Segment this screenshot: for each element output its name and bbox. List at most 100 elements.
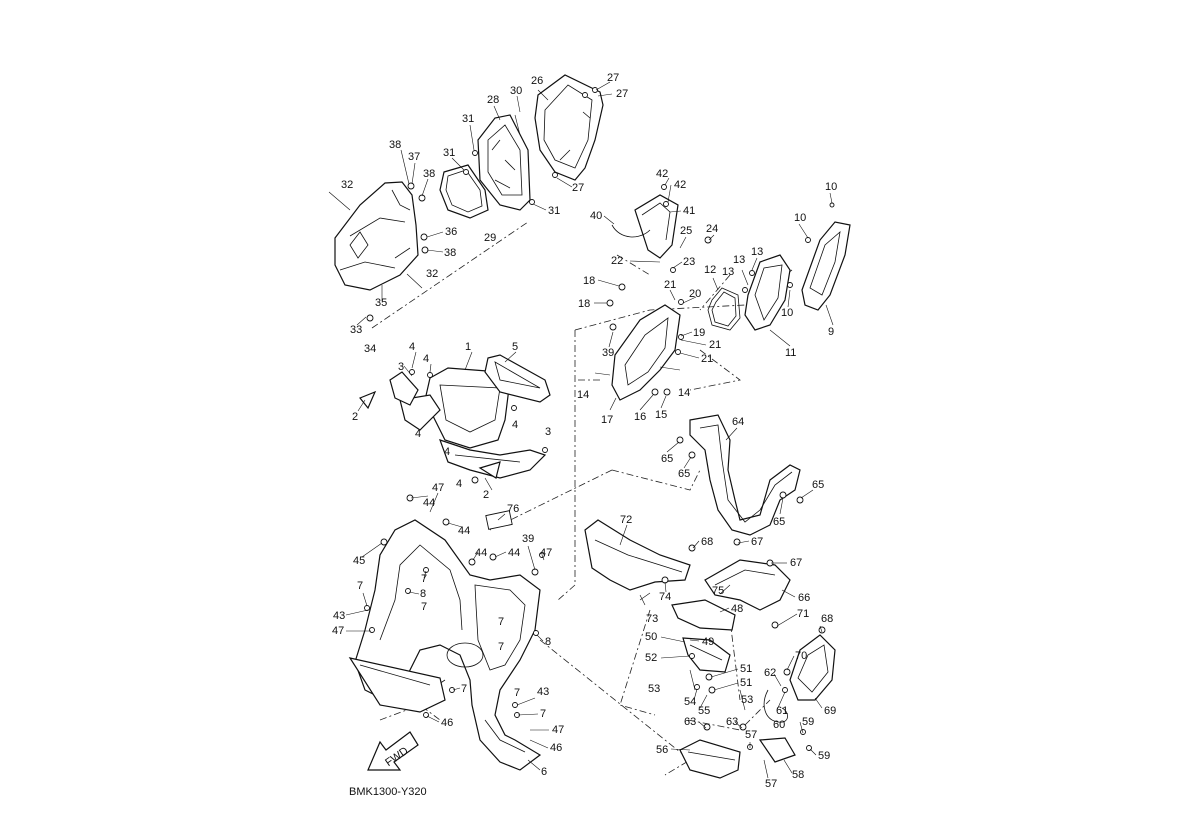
callout-17: 17: [601, 414, 613, 426]
callout-4: 4: [409, 341, 415, 353]
part-72-trim: [584, 519, 691, 591]
callout-34: 34: [364, 343, 376, 355]
callout-13: 13: [751, 246, 763, 258]
callout-20: 20: [689, 288, 701, 300]
callout-4: 4: [444, 446, 450, 458]
callout-4: 4: [512, 419, 518, 431]
callout-53: 53: [741, 694, 753, 706]
callout-74: 74: [659, 591, 671, 603]
callout-2: 2: [483, 489, 489, 501]
callout-51: 51: [740, 663, 752, 675]
callout-26: 26: [531, 75, 543, 87]
callout-35: 35: [375, 297, 387, 309]
callout-60: 60: [773, 719, 785, 731]
callout-21: 21: [709, 339, 721, 351]
callout-7: 7: [421, 601, 427, 613]
callout-48: 48: [731, 603, 743, 615]
callout-23: 23: [683, 256, 695, 268]
callout-59: 59: [802, 716, 814, 728]
callout-27: 27: [607, 72, 619, 84]
callout-76: 76: [507, 503, 519, 515]
callout-37: 37: [408, 151, 420, 163]
callout-31: 31: [548, 205, 560, 217]
callout-7: 7: [498, 641, 504, 653]
diagram-code: BMK1300-Y320: [349, 786, 427, 798]
callout-leaders: [345, 81, 834, 779]
callout-44: 44: [423, 497, 435, 509]
part-60-cable: [763, 689, 788, 723]
callout-38: 38: [444, 247, 456, 259]
fwd-arrow: FWD: [367, 731, 419, 771]
callout-53: 53: [648, 683, 660, 695]
callout-3: 3: [545, 426, 551, 438]
callout-73: 73: [646, 613, 658, 625]
callout-40: 40: [590, 210, 602, 222]
callout-47: 47: [332, 625, 344, 637]
callout-38: 38: [389, 139, 401, 151]
callout-12: 12: [704, 264, 716, 276]
callout-27: 27: [572, 182, 584, 194]
callout-10: 10: [794, 212, 806, 224]
callout-46: 46: [550, 742, 562, 754]
callout-71: 71: [797, 608, 809, 620]
callout-68: 68: [821, 613, 833, 625]
callout-18: 18: [583, 275, 595, 287]
callout-43: 43: [333, 610, 345, 622]
callout-72: 72: [620, 514, 632, 526]
callout-39: 39: [522, 533, 534, 545]
part-9-right-cover: [801, 221, 851, 311]
callout-4: 4: [423, 353, 429, 365]
callout-15: 15: [655, 409, 667, 421]
callout-8: 8: [420, 588, 426, 600]
callout-67: 67: [751, 536, 763, 548]
part-callouts: 1 2 2 3 3 4 4 4 4 4 4 5 6 7 7 7 7 7 7 7 …: [332, 72, 837, 790]
callout-49: 49: [702, 636, 714, 648]
callout-44: 44: [458, 525, 470, 537]
callout-7: 7: [540, 708, 546, 720]
callout-21: 21: [701, 353, 713, 365]
part-48-grille: [671, 599, 736, 673]
part-66-panel: [704, 559, 791, 611]
callout-5: 5: [512, 341, 518, 353]
callout-47: 47: [432, 482, 444, 494]
callout-54: 54: [684, 696, 696, 708]
part-35-left-panel: [334, 181, 419, 291]
callout-65: 65: [773, 516, 785, 528]
hardware-fasteners: [328, 87, 835, 751]
callout-30: 30: [510, 85, 522, 97]
callout-36: 36: [445, 226, 457, 238]
callout-32: 32: [426, 268, 438, 280]
callout-7: 7: [461, 683, 467, 695]
callout-41: 41: [683, 205, 695, 217]
callout-47: 47: [540, 547, 552, 559]
callout-46: 46: [441, 717, 453, 729]
callout-59: 59: [818, 750, 830, 762]
callout-14: 14: [678, 387, 690, 399]
callout-69: 69: [824, 705, 836, 717]
callout-38: 38: [423, 168, 435, 180]
callout-51: 51: [740, 677, 752, 689]
callout-75: 75: [712, 585, 724, 597]
callout-14: 14: [577, 389, 589, 401]
callout-16: 16: [634, 411, 646, 423]
part-1-center-frame: [359, 354, 551, 479]
callout-31: 31: [443, 147, 455, 159]
part-11-bracket: [744, 254, 791, 331]
part-29-seal: [439, 164, 489, 219]
callout-22: 22: [611, 255, 623, 267]
callout-50: 50: [645, 631, 657, 643]
callout-7: 7: [514, 687, 520, 699]
callout-10: 10: [825, 181, 837, 193]
callout-44: 44: [475, 547, 487, 559]
part-26-cover: [534, 74, 604, 181]
callout-43: 43: [537, 686, 549, 698]
part-6-lower-panel: [348, 519, 542, 771]
part-12-seal: [707, 287, 741, 331]
callout-52: 52: [645, 652, 657, 664]
callout-45: 45: [353, 555, 365, 567]
callout-47: 47: [552, 724, 564, 736]
callout-7: 7: [421, 573, 427, 585]
callout-8: 8: [545, 636, 551, 648]
callout-66: 66: [798, 592, 810, 604]
callout-19: 19: [693, 327, 705, 339]
